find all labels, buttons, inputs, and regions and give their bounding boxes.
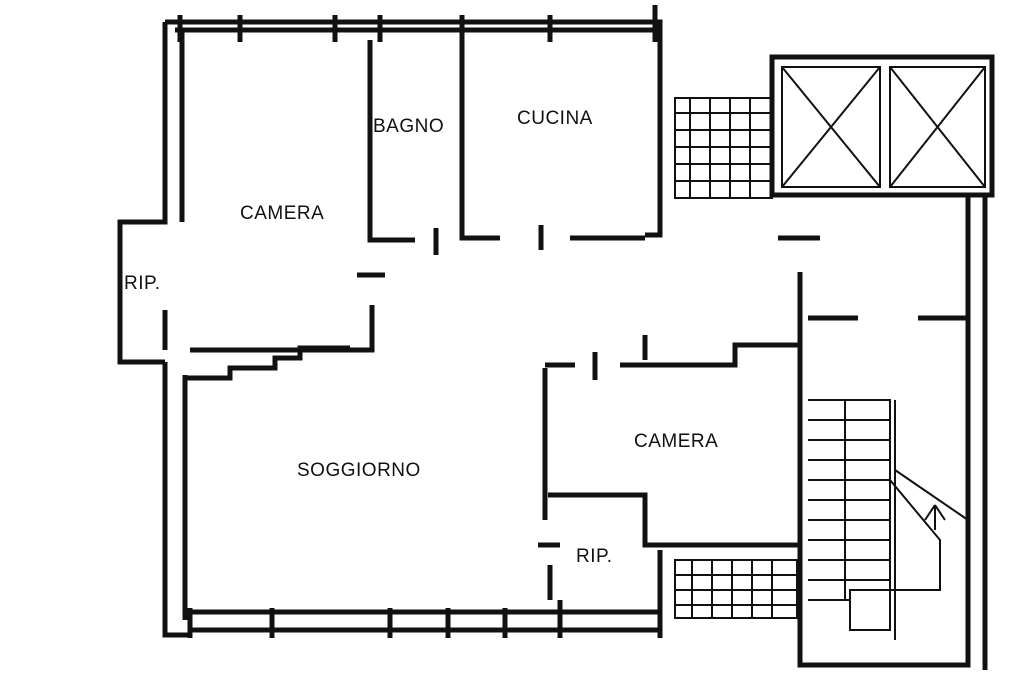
exterior-walls bbox=[117, 19, 988, 670]
balcony-grid-top bbox=[674, 97, 773, 199]
interior-walls bbox=[162, 40, 968, 630]
room-label-rip-left: RIP. bbox=[124, 273, 161, 294]
lift-shafts bbox=[769, 54, 995, 198]
room-label-soggiorno: SOGGIORNO bbox=[297, 460, 421, 481]
room-label-camera-right: CAMERA bbox=[634, 431, 719, 452]
balcony-grid-bottom bbox=[674, 559, 798, 619]
room-label-camera-top: CAMERA bbox=[240, 203, 325, 224]
room-label-cucina: CUCINA bbox=[517, 108, 593, 129]
room-label-bagno: BAGNO bbox=[373, 116, 445, 137]
room-label-rip-bottom: RIP. bbox=[576, 546, 613, 567]
window-mullions bbox=[177, 5, 663, 638]
staircase bbox=[808, 399, 969, 640]
